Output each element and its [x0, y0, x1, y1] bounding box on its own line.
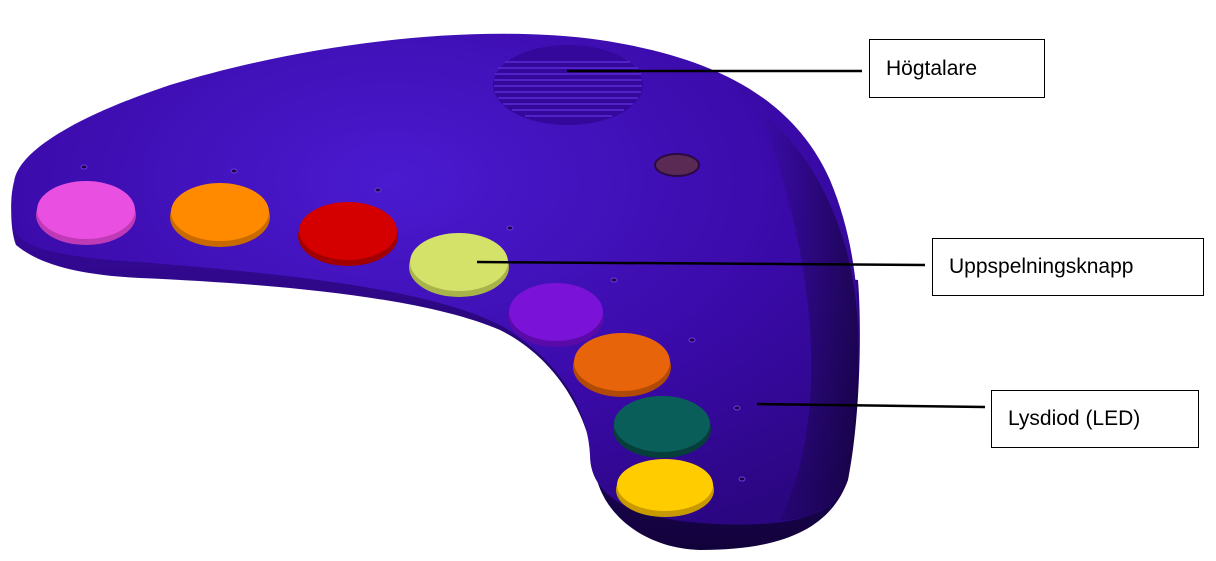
button-orange — [170, 183, 270, 247]
callout-speaker: Högtalare — [869, 39, 1045, 98]
button-red — [298, 202, 398, 266]
button-lime — [409, 233, 509, 297]
button-dark-orange — [573, 333, 671, 397]
button-purple — [508, 283, 604, 347]
button-teal — [613, 396, 711, 458]
port-hole — [655, 154, 699, 176]
callout-play-button: Uppspelningsknapp — [932, 238, 1204, 296]
callout-led: Lysdiod (LED) — [991, 390, 1199, 448]
button-pink — [36, 181, 136, 245]
button-yellow — [616, 459, 714, 517]
speaker-grille — [493, 45, 643, 125]
